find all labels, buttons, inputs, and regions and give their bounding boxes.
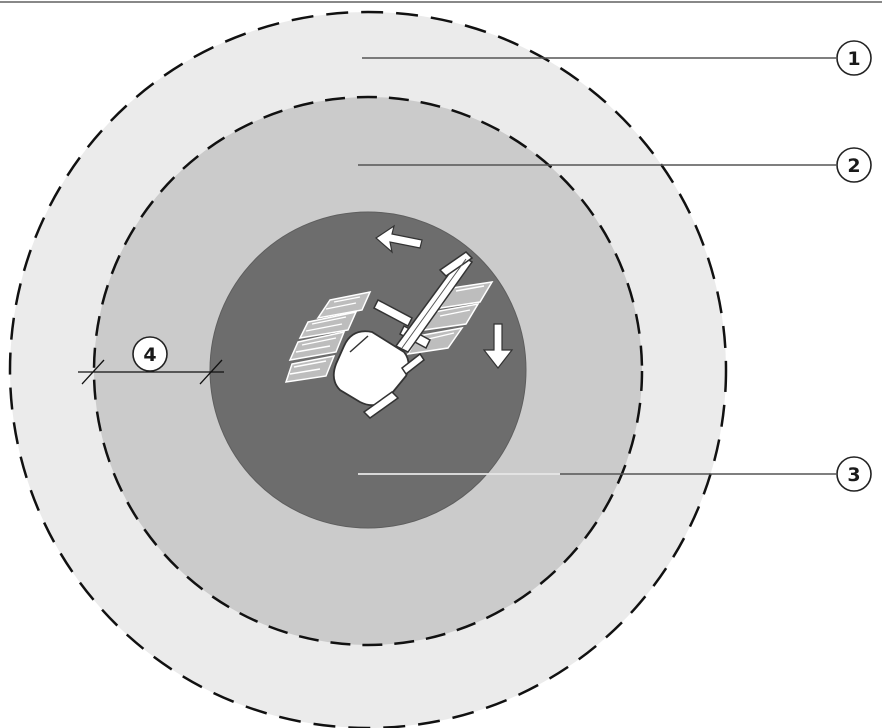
- rotation-arrow-icon: [375, 224, 423, 254]
- callout-4-label: 4: [143, 344, 156, 366]
- callout-1: 1: [836, 40, 872, 76]
- outer-zone-boundary: [8, 10, 728, 728]
- callout-3-label: 3: [847, 464, 860, 486]
- callout-1-label: 1: [847, 48, 860, 70]
- crane-excavator-top-view-icon: [284, 251, 494, 419]
- safety-distance-dimension: [78, 359, 224, 385]
- callout-2-label: 2: [847, 155, 860, 177]
- callout-2: 2: [836, 147, 872, 183]
- middle-zone-boundary: [92, 95, 644, 647]
- callout-3: 3: [836, 456, 872, 492]
- callout-4: 4: [132, 336, 168, 372]
- down-arrow-icon: [482, 323, 514, 369]
